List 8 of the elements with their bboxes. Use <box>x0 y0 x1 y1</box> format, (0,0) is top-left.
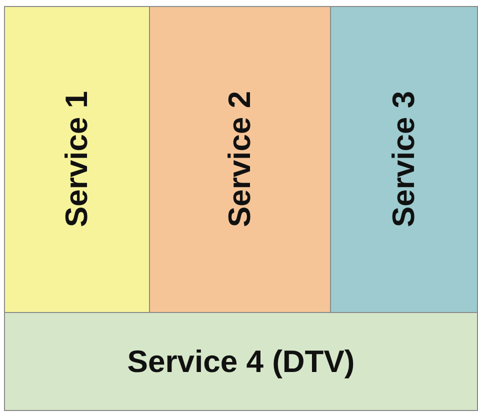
panel-label: Service 3 <box>386 91 422 228</box>
column-panel <box>4 6 150 313</box>
column-panel <box>330 6 478 313</box>
panel-label: Service 4 (DTV) <box>127 344 355 380</box>
panel-label: Service 1 <box>59 91 95 228</box>
bar-panel <box>4 312 478 411</box>
column-panel <box>149 6 331 313</box>
panel-label: Service 2 <box>222 91 258 228</box>
